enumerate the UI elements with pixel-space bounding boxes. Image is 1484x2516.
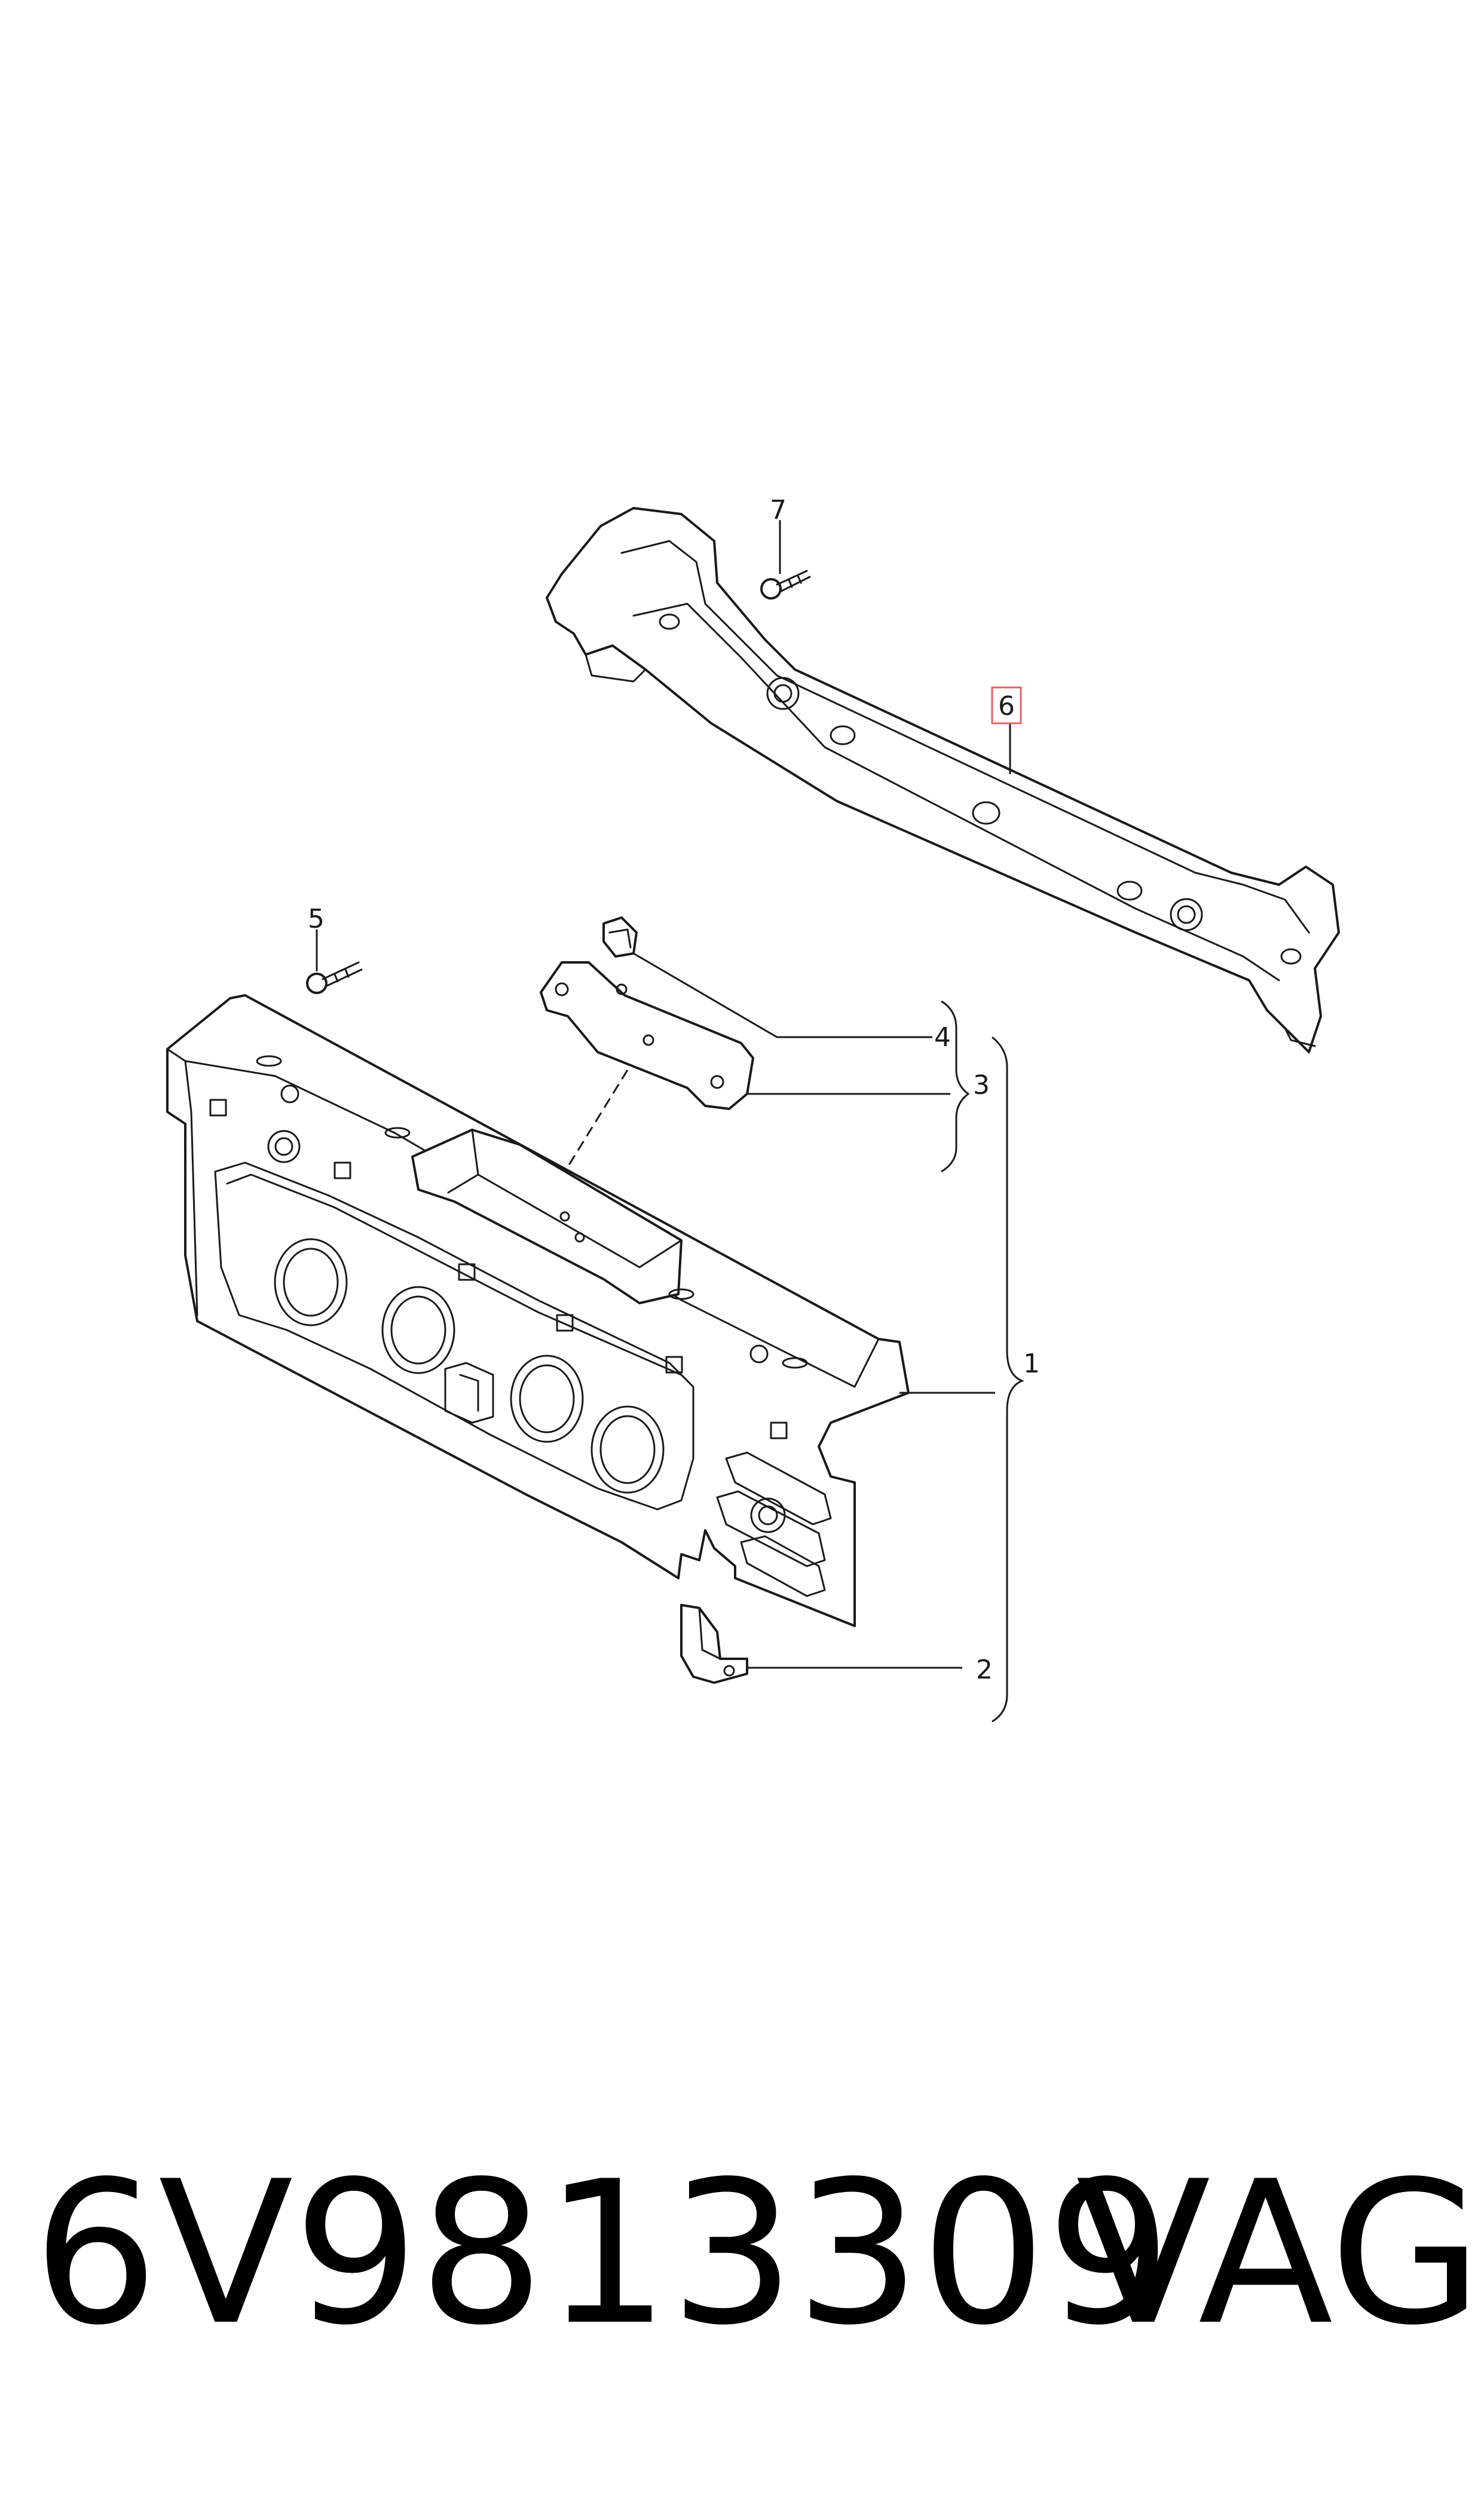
screw-part-7[interactable] (760, 570, 811, 600)
callout-7: 7 (770, 495, 787, 525)
callout-6: 6 (998, 691, 1015, 722)
footer: 6V9813309 VAG (0, 2128, 1484, 2379)
assembly-dashed-line (564, 1069, 629, 1172)
leader-lines (316, 520, 1025, 1723)
clip-part-4[interactable] (602, 916, 638, 958)
callout-6-highlight-box (991, 686, 1022, 724)
part-number-label: 6V9813309 (33, 2139, 1172, 2368)
bracket-part-2[interactable] (680, 1604, 748, 1684)
callout-3: 3 (973, 1070, 990, 1100)
callout-labels: 7 5 4 3 1 2 6 (308, 495, 1040, 1685)
callout-4: 4 (934, 1022, 951, 1053)
upper-cross-member-part-6[interactable] (546, 507, 1340, 1053)
rear-panel-part-1[interactable] (166, 994, 910, 1627)
callout-1: 1 (1023, 1349, 1040, 1379)
callout-5: 5 (308, 904, 325, 934)
reinforcement-plate-part-3[interactable] (540, 961, 754, 1110)
callout-2: 2 (976, 1655, 993, 1685)
brand-label: VAG (1076, 2139, 1483, 2368)
screw-part-5[interactable] (306, 961, 363, 994)
